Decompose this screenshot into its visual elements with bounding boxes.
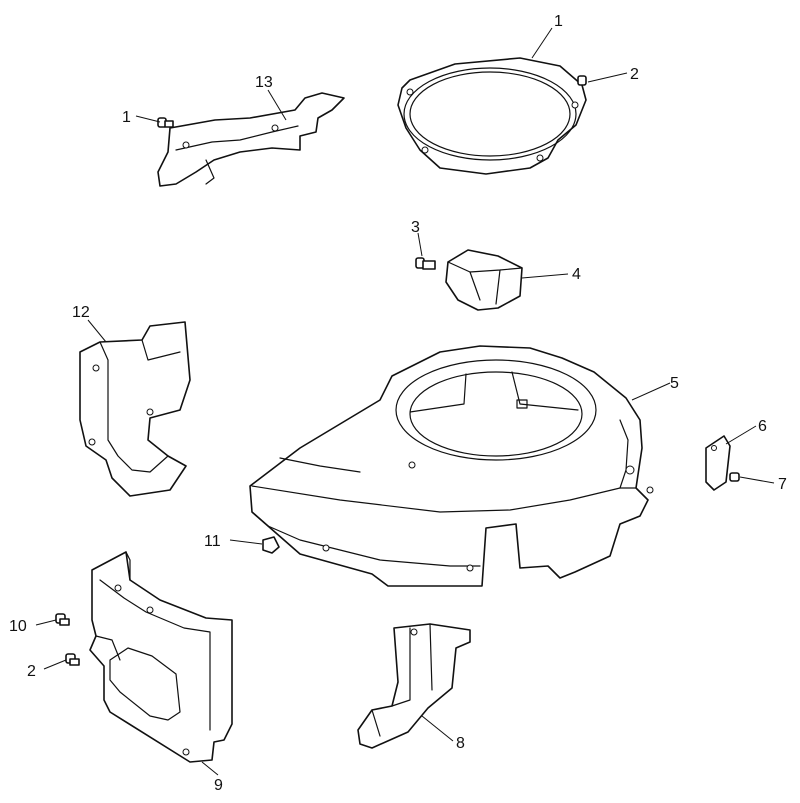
screw-2-bottom (65, 653, 80, 666)
callout-9: 9 (214, 777, 223, 794)
part-shroud-9 (89, 551, 233, 763)
part-cover-4 (445, 249, 523, 311)
leader-1a (531, 27, 553, 59)
callout-2-bottom: 2 (27, 663, 36, 680)
callout-11: 11 (204, 533, 221, 550)
screw-7 (729, 472, 740, 482)
part-bracket-13 (157, 92, 345, 187)
callout-13: 13 (255, 74, 273, 91)
callout-4: 4 (572, 266, 581, 283)
callout-labels: 1 1 2 2 3 4 5 6 7 8 9 10 11 12 13 (9, 13, 787, 794)
callout-12: 12 (72, 304, 90, 321)
part-housing-5 (249, 345, 654, 587)
leader-6 (725, 425, 757, 445)
callout-1-left: 1 (122, 109, 131, 126)
part-bracket-8 (357, 623, 471, 749)
leader-9 (201, 761, 219, 776)
callout-10: 10 (9, 618, 27, 635)
callout-2-top: 2 (630, 66, 639, 83)
callout-7: 7 (778, 476, 787, 493)
callout-3: 3 (411, 219, 420, 236)
leader-8 (421, 715, 454, 742)
callout-6: 6 (758, 418, 767, 435)
leader-13 (267, 89, 287, 121)
leader-7 (739, 476, 775, 484)
screw-10 (55, 613, 70, 626)
leader-12 (87, 319, 107, 343)
leader-2b (43, 659, 67, 670)
leader-5 (631, 382, 671, 401)
leader-10 (35, 619, 57, 626)
part-shield-12 (79, 321, 191, 497)
leader-lines (35, 27, 775, 776)
nut-11 (262, 536, 280, 554)
screw-1-left (157, 117, 174, 128)
part-plate-6 (705, 435, 731, 491)
screw-2-top (577, 75, 587, 86)
leader-1b (135, 115, 161, 123)
leader-2a (587, 72, 628, 83)
leader-4 (521, 273, 569, 279)
part-ring-1 (397, 57, 587, 175)
leader-11 (229, 539, 263, 545)
screw-3 (415, 257, 436, 270)
callout-8: 8 (456, 735, 465, 752)
callout-1-top: 1 (554, 13, 563, 30)
leader-3 (417, 232, 423, 257)
callout-5: 5 (670, 375, 679, 392)
